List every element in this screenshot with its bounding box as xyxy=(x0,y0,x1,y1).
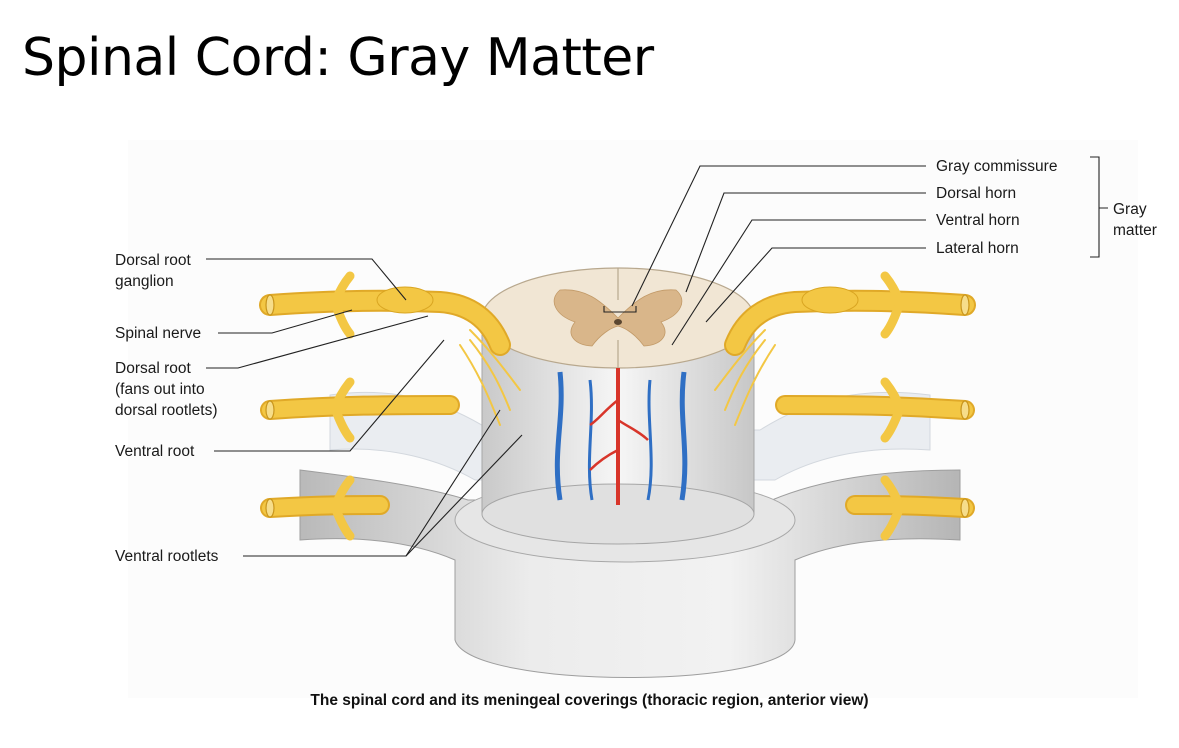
label-gray-commissure: Gray commissure xyxy=(936,158,1058,175)
anterior-spinal-vein xyxy=(554,371,564,501)
leader-lines-right xyxy=(603,156,1108,346)
central-canal xyxy=(614,319,622,325)
slide-title: Spinal Cord: Gray Matter xyxy=(22,28,654,88)
label-spinal-nerve: Spinal nerve xyxy=(115,325,202,342)
label-dorsal-root: Dorsal root (fans out into dorsal rootle… xyxy=(115,360,218,419)
nerve-cut-ends xyxy=(265,294,970,518)
leader-lines-left xyxy=(206,258,523,557)
label-ventral-root: Ventral root xyxy=(115,443,195,460)
label-dorsal-horn: Dorsal horn xyxy=(936,185,1017,202)
label-ventral-rootlets: Ventral rootlets xyxy=(115,548,219,565)
spinal-cord-body xyxy=(481,267,755,545)
figure-caption: The spinal cord and its meningeal coveri… xyxy=(310,692,869,709)
gray-matter-bracket xyxy=(1090,156,1108,258)
spinal-nerves xyxy=(259,271,976,541)
label-gray-matter-group: Gray matter xyxy=(1113,201,1157,239)
label-ventral-horn: Ventral horn xyxy=(936,212,1020,229)
label-lateral-horn: Lateral horn xyxy=(936,240,1019,257)
label-dorsal-root-ganglion: Dorsal root ganglion xyxy=(115,252,191,290)
gray-matter xyxy=(553,289,683,347)
